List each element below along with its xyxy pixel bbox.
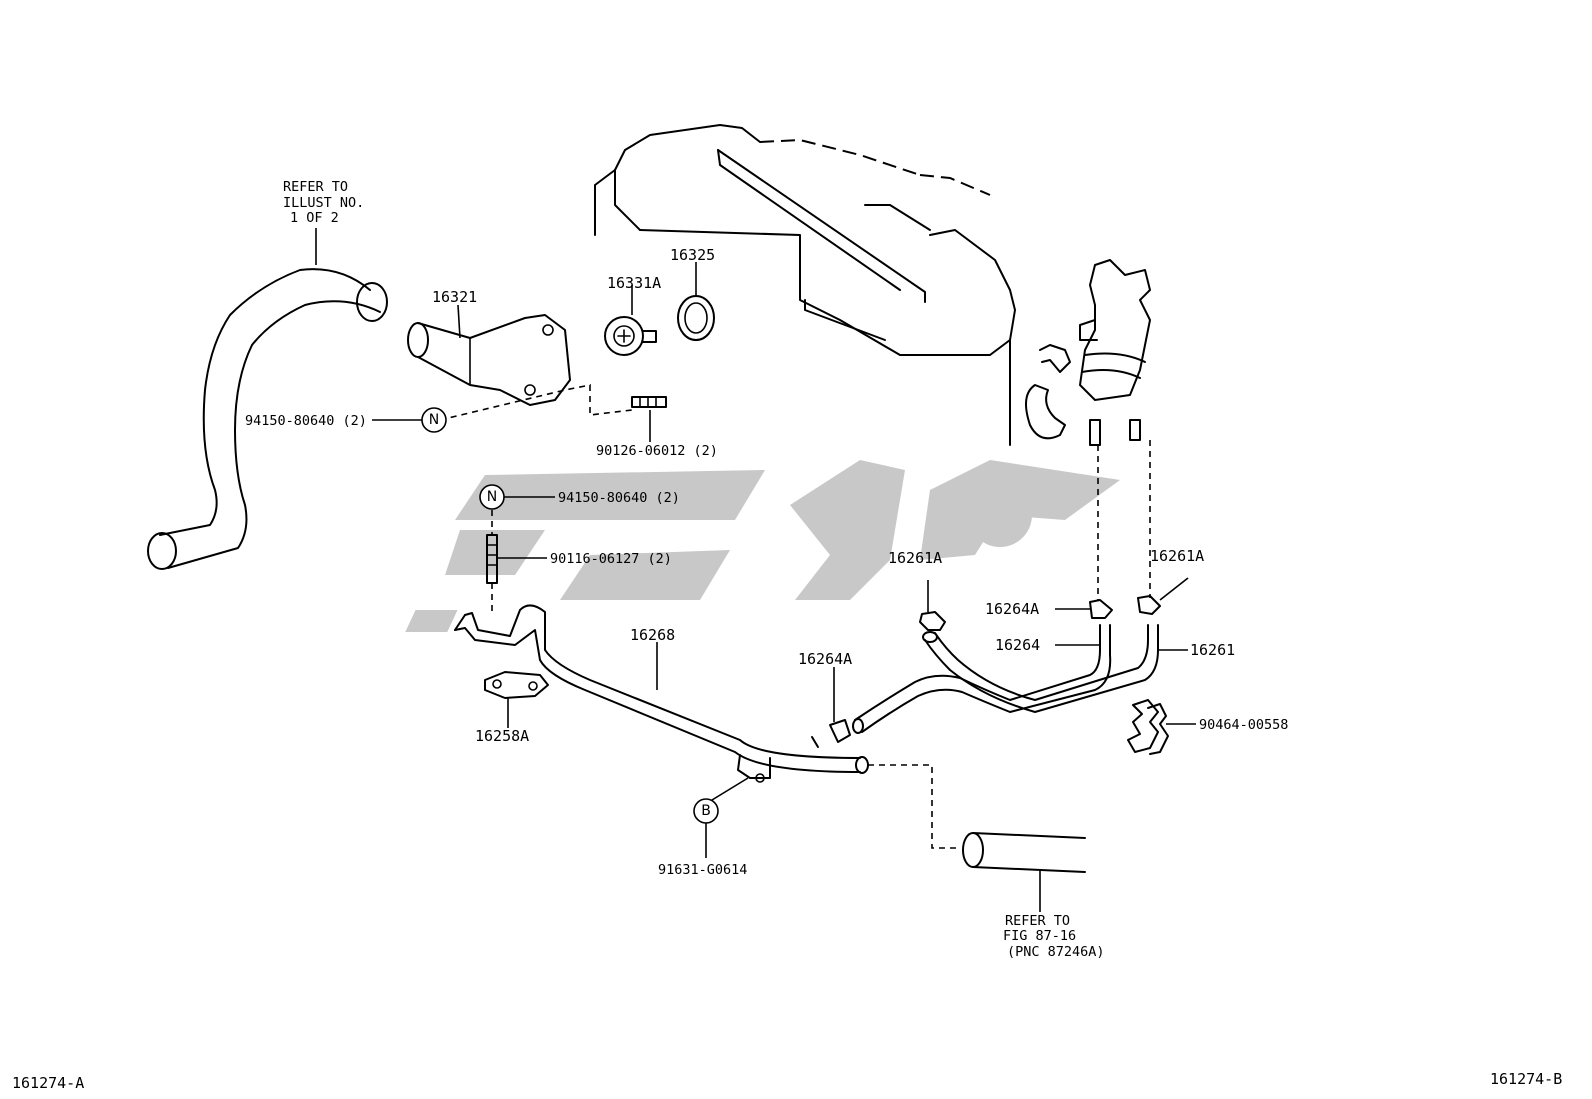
bolt-badge-label: B [701, 803, 711, 819]
watermark-logo [405, 460, 1120, 632]
nut-badge: N [421, 407, 447, 433]
radiator-hose [147, 268, 388, 570]
bolt-badge: B [693, 798, 719, 824]
part-label-16261: 16261 [1190, 641, 1235, 659]
heater-hoses [852, 624, 1159, 734]
part-label-16268: 16268 [630, 626, 675, 644]
nut-badge-label: N [487, 489, 497, 505]
part-label-16325: 16325 [670, 246, 715, 264]
part-label-16331a: 16331A [607, 274, 661, 292]
part-label-16264a-mid: 16264A [798, 650, 852, 668]
heater-hose-end [868, 764, 1086, 912]
engine-outline [594, 124, 1151, 446]
part-label-16264: 16264 [995, 636, 1040, 654]
refer-fig-line3: (PNC 87246A) [1007, 944, 1105, 960]
refer-illust-line3: 1 OF 2 [290, 210, 339, 226]
part-label-94150-top: 94150-80640 (2) [245, 413, 367, 429]
refer-illust-line1: REFER TO [283, 179, 348, 195]
part-label-16321: 16321 [432, 288, 477, 306]
footer-code-right: 161274-B [1490, 1070, 1562, 1088]
gasket [677, 295, 715, 341]
stud-bolt [631, 396, 667, 408]
part-label-90116: 90116-06127 (2) [550, 551, 672, 567]
callout-labels: REFER TO ILLUST NO. 1 OF 2 16321 16331A … [245, 179, 1288, 960]
part-label-91631: 91631-G0614 [658, 862, 747, 878]
part-label-16258a: 16258A [475, 727, 529, 745]
flange-gasket [484, 671, 549, 699]
thermostat [604, 316, 657, 356]
water-inlet [407, 314, 571, 406]
refer-fig-line2: FIG 87-16 [1003, 928, 1076, 944]
refer-fig-line1: REFER TO [1005, 913, 1070, 929]
part-label-90464: 90464-00558 [1199, 717, 1288, 733]
hose-clip [1127, 699, 1169, 755]
hose-clip [829, 719, 851, 743]
nut-badge-label: N [429, 412, 439, 428]
nut-badge: N [479, 484, 505, 510]
part-label-16261a-right: 16261A [1150, 547, 1204, 565]
part-label-16264a-right: 16264A [985, 600, 1039, 618]
part-label-16261a-left: 16261A [888, 549, 942, 567]
refer-illust-line2: ILLUST NO. [283, 195, 364, 211]
part-label-94150-mid: 94150-80640 (2) [558, 490, 680, 506]
part-label-90126: 90126-06012 (2) [596, 443, 718, 459]
footer-code-left: 161274-A [12, 1074, 84, 1092]
hose-clamps [919, 440, 1161, 631]
